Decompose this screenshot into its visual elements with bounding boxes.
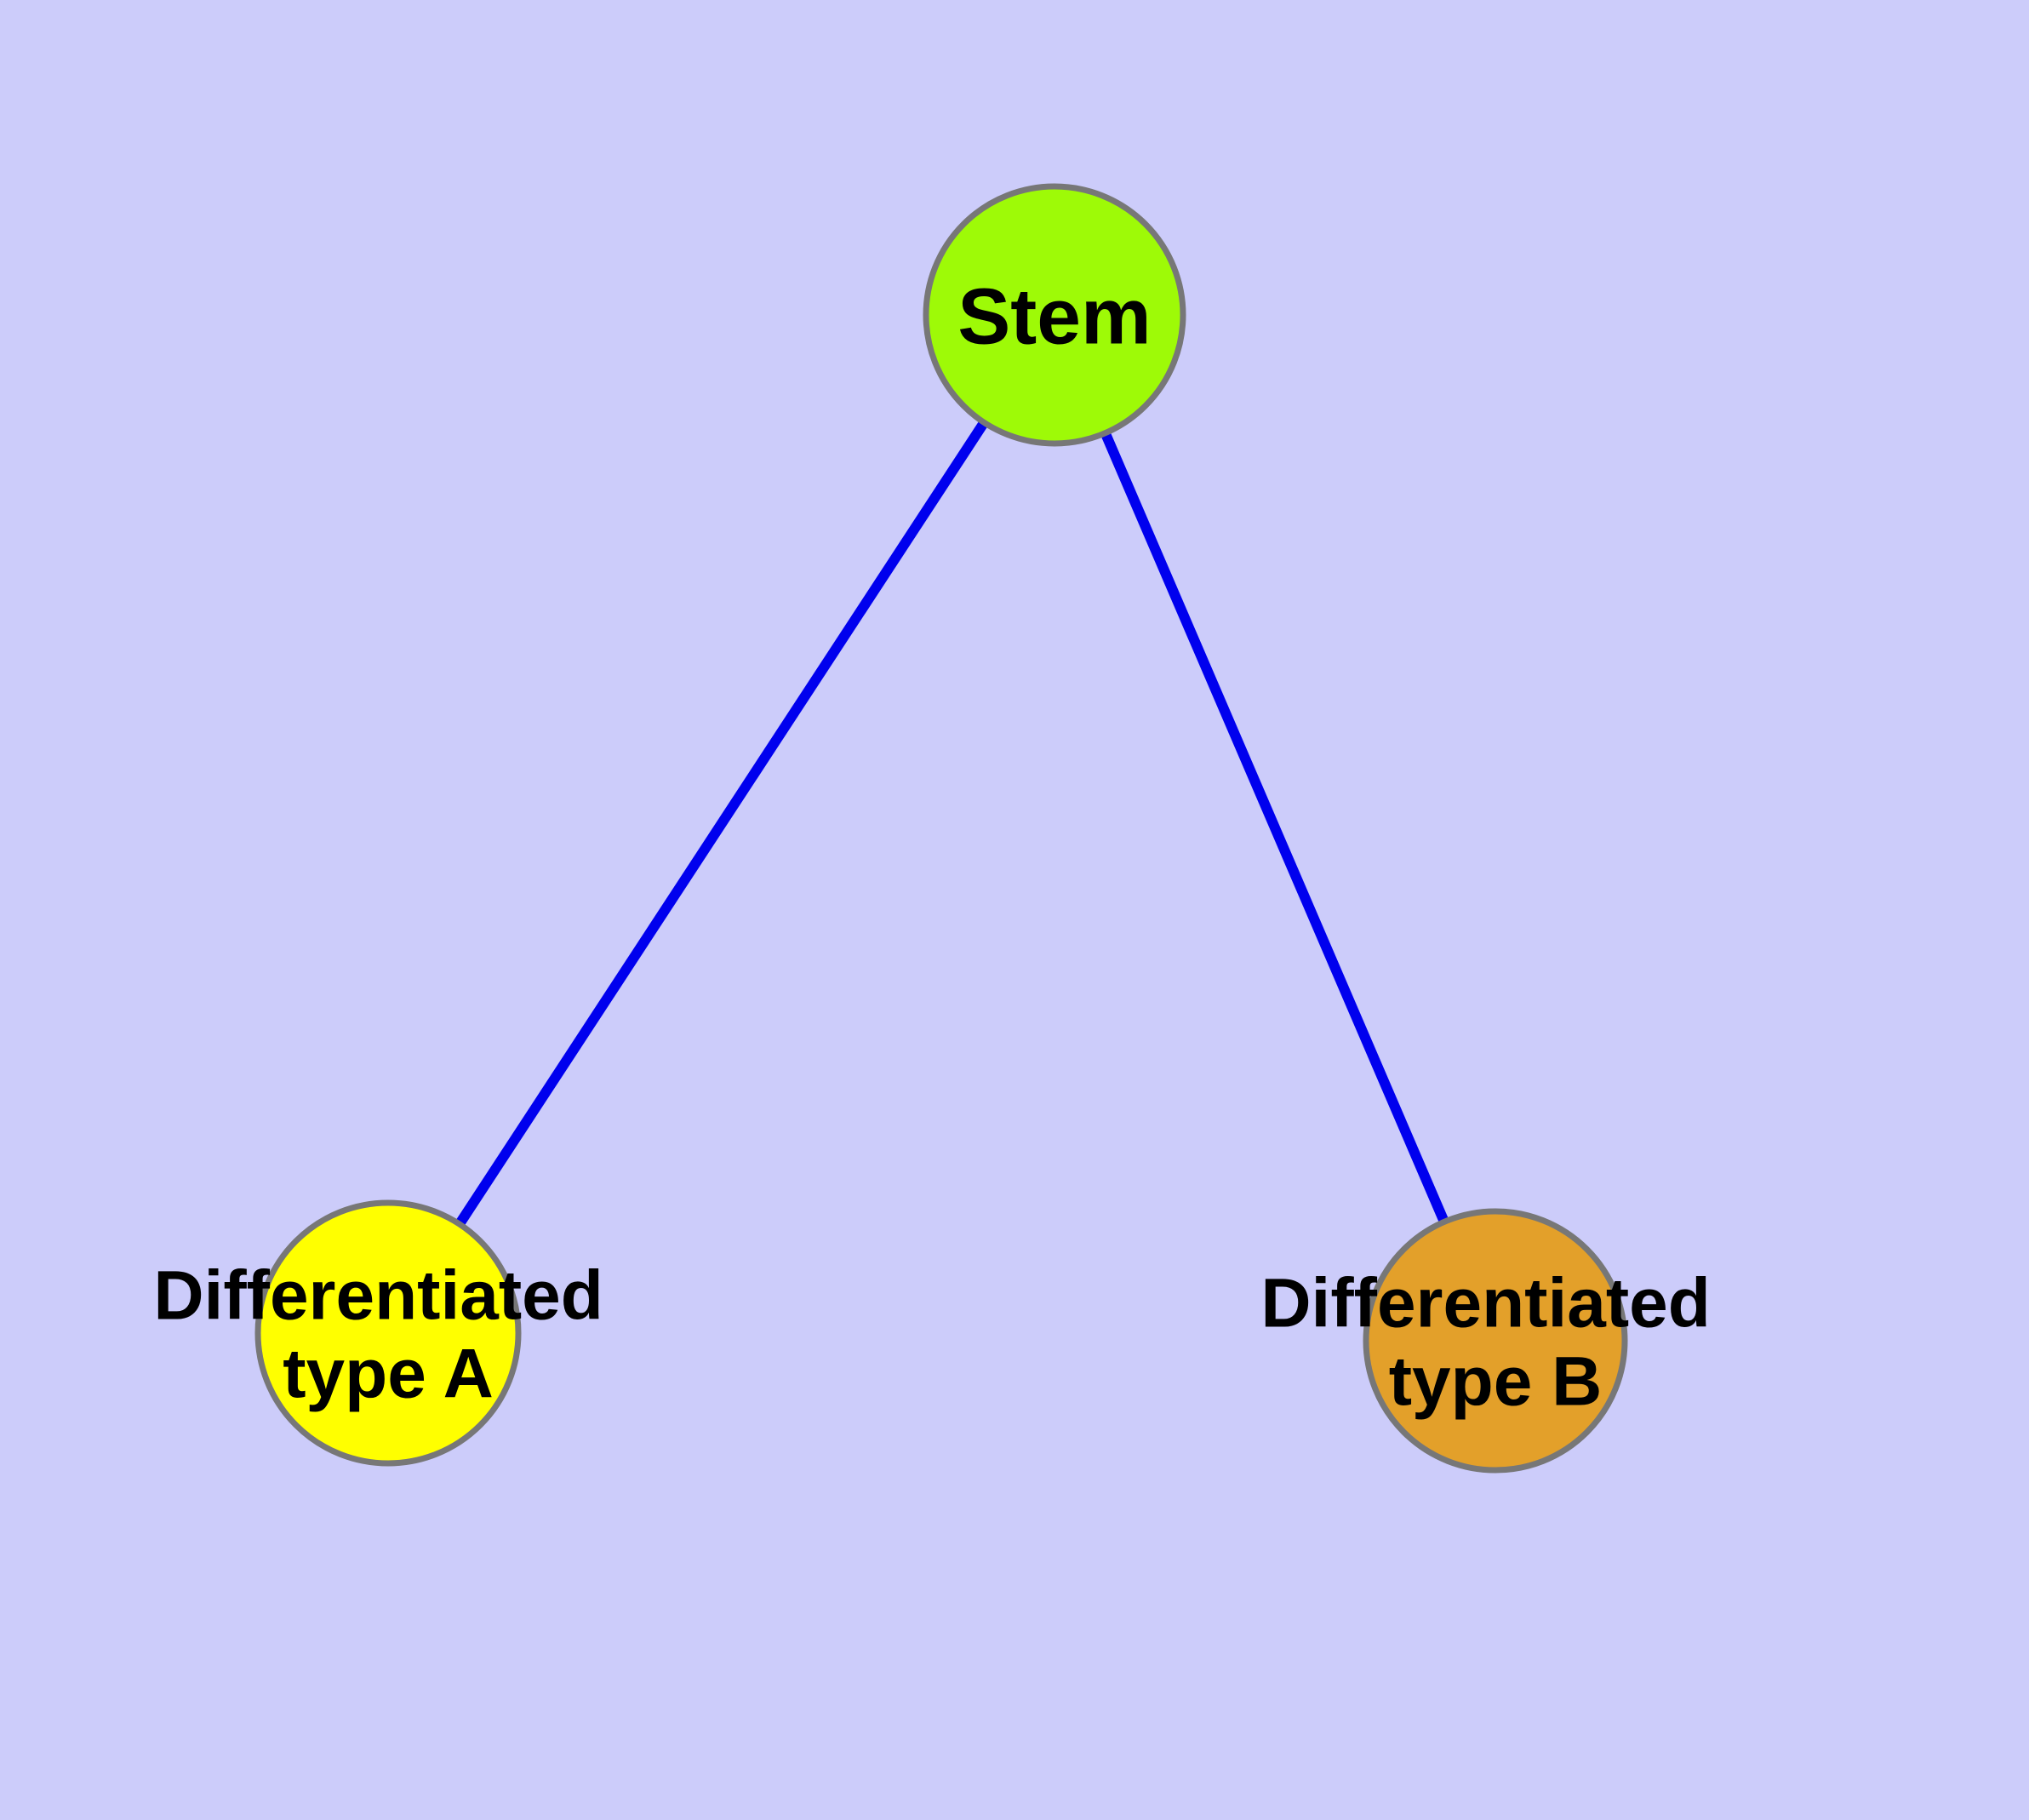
node-stem-label: Stem: [957, 272, 1151, 360]
node-differentiated-type-a[interactable]: Differentiated type A: [153, 1199, 622, 1467]
node-differentiated-type-b[interactable]: Differentiated type B: [1260, 1208, 1729, 1474]
node-differentiated-type-a-circle[interactable]: [254, 1199, 522, 1467]
edge-stem-to-differentiated-type-b[interactable]: [1099, 427, 1451, 1228]
node-differentiated-type-a-label-line2: type A: [283, 1336, 494, 1413]
node-stem-circle[interactable]: [923, 183, 1186, 447]
node-differentiated-type-b-circle[interactable]: [1363, 1208, 1628, 1474]
node-stem-label-line1: Stem: [957, 272, 1151, 360]
node-differentiated-type-b-label: Differentiated type B: [1260, 1265, 1729, 1421]
node-differentiated-type-a-label: Differentiated type A: [153, 1257, 622, 1413]
node-differentiated-type-b-label-line1: Differentiated: [1260, 1265, 1711, 1342]
node-stem[interactable]: Stem: [923, 183, 1186, 447]
edges-layer: [453, 416, 1451, 1230]
nodes-layer: Stem Differentiated type A Differentiate…: [153, 183, 1729, 1474]
node-differentiated-type-b-label-line2: type B: [1389, 1343, 1603, 1421]
node-differentiated-type-a-label-line1: Differentiated: [153, 1257, 603, 1335]
edge-stem-to-differentiated-type-a[interactable]: [453, 416, 991, 1230]
